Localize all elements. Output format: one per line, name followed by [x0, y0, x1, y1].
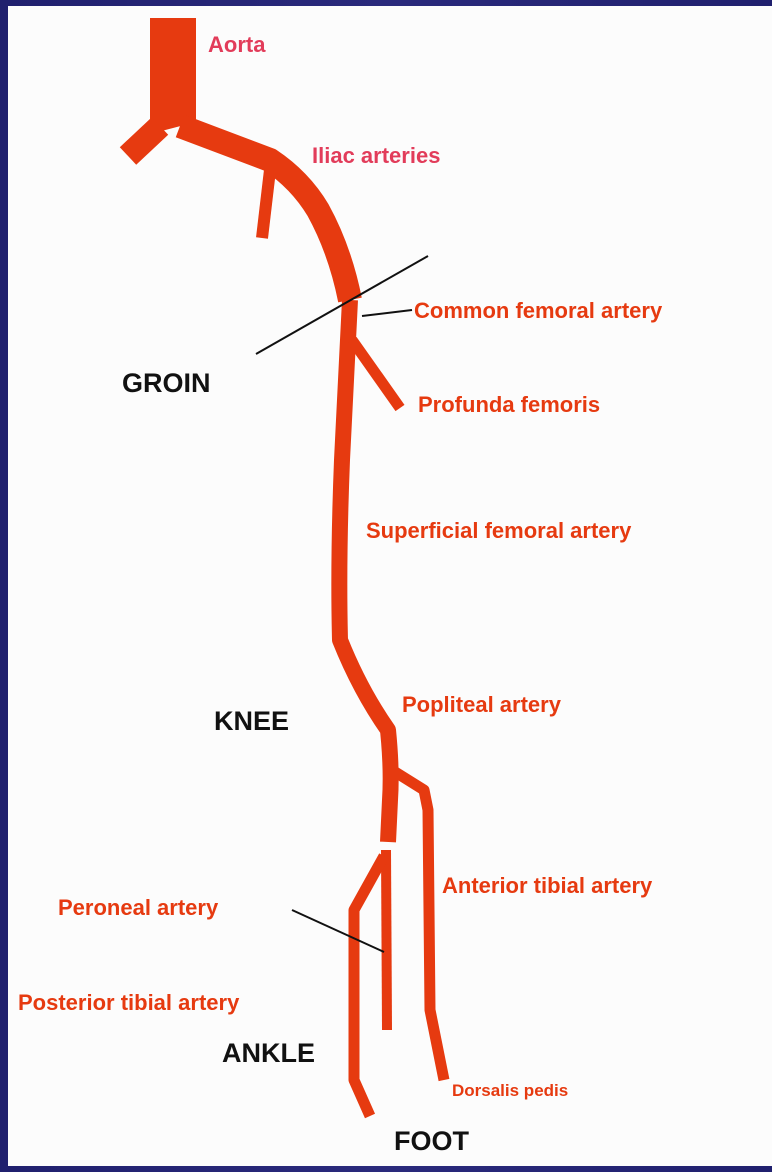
peroneal-vessel — [386, 850, 387, 1030]
label-peroneal-artery: Peroneal artery — [58, 895, 219, 920]
label-anterior-tibial-artery: Anterior tibial artery — [442, 873, 653, 898]
region-knee: KNEE — [214, 706, 289, 736]
region-foot: FOOT — [394, 1126, 469, 1156]
label-iliac-arteries: Iliac arteries — [312, 143, 440, 168]
label-dorsalis-pedis: Dorsalis pedis — [452, 1081, 568, 1100]
aorta-vessel — [150, 18, 196, 134]
posterior-tibial-vessel — [354, 856, 384, 1116]
label-aorta: Aorta — [208, 32, 266, 57]
artery-tree — [128, 18, 444, 1116]
region-groin: GROIN — [122, 368, 211, 398]
label-common-femoral-artery: Common femoral artery — [414, 298, 663, 323]
label-profunda-femoris: Profunda femoris — [418, 392, 600, 417]
peroneal-pointer — [292, 910, 384, 952]
region-ankle: ANKLE — [222, 1038, 315, 1068]
common-femoral-pointer — [362, 310, 412, 316]
label-superficial-femoral-artery: Superficial femoral artery — [366, 518, 632, 543]
label-posterior-tibial-artery: Posterior tibial artery — [18, 990, 240, 1015]
left-iliac-vessel — [128, 126, 160, 156]
anterior-tibial-vessel — [392, 770, 444, 1080]
internal-iliac-vessel — [262, 170, 270, 238]
label-popliteal-artery: Popliteal artery — [402, 692, 562, 717]
profunda-vessel — [352, 340, 400, 408]
